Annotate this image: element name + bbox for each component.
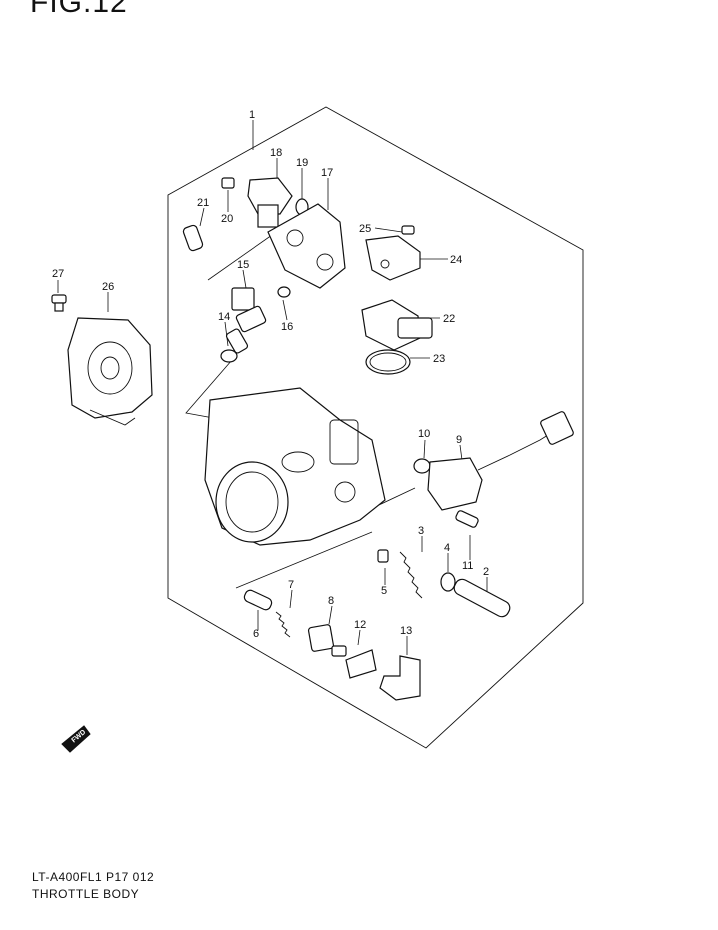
callout-14: 14 bbox=[218, 311, 230, 323]
callout-9: 9 bbox=[456, 434, 462, 446]
part-14-seal bbox=[220, 349, 238, 363]
callout-12: 12 bbox=[354, 619, 366, 631]
part-21-screw bbox=[182, 224, 204, 252]
callout-20: 20 bbox=[221, 213, 233, 225]
part-4-o-ring bbox=[440, 572, 456, 592]
part-17-fuel-rail bbox=[267, 203, 346, 289]
part-25-screw bbox=[401, 225, 415, 235]
part-20-bolt bbox=[221, 177, 235, 189]
part-16-o-ring bbox=[277, 286, 291, 298]
callout-7: 7 bbox=[288, 579, 294, 591]
part-2-screw bbox=[453, 578, 511, 618]
part-13-elbow bbox=[379, 655, 421, 701]
part-27-bolt bbox=[51, 294, 67, 312]
part-7-spring bbox=[275, 611, 291, 638]
part-8-valve bbox=[307, 624, 347, 657]
diagram-caption: THROTTLE BODY bbox=[32, 887, 140, 901]
part-12-hose bbox=[345, 649, 377, 679]
part-22-sensor bbox=[361, 299, 433, 351]
diagram-code: LT-A400FL1 P17 012 bbox=[32, 870, 155, 884]
callout-11: 11 bbox=[462, 560, 473, 572]
part-24-bracket bbox=[365, 235, 421, 281]
callout-18: 18 bbox=[270, 147, 282, 159]
callout-5: 5 bbox=[381, 585, 387, 597]
part-5-screw bbox=[377, 549, 389, 563]
callout-13: 13 bbox=[400, 625, 412, 637]
part-3-spring bbox=[399, 551, 423, 599]
forward-arrow-icon: FWD bbox=[61, 725, 91, 753]
callout-27: 27 bbox=[52, 268, 64, 280]
callout-17: 17 bbox=[321, 167, 333, 179]
figure-title: FIG.12 bbox=[30, 0, 128, 19]
callout-22: 22 bbox=[443, 313, 455, 325]
part-9-throttle-position-sensor bbox=[427, 411, 574, 511]
throttle-body bbox=[204, 387, 386, 546]
callout-16: 16 bbox=[281, 321, 293, 333]
callout-26: 26 bbox=[102, 281, 114, 293]
callout-23: 23 bbox=[433, 353, 445, 365]
part-23-o-ring bbox=[365, 349, 411, 375]
callout-labels: 1 2 3 4 5 6 7 8 9 10 11 12 13 14 15 16 1… bbox=[52, 109, 489, 640]
callout-3: 3 bbox=[418, 525, 424, 537]
callout-6: 6 bbox=[253, 628, 259, 640]
assembly-frame bbox=[167, 106, 584, 749]
callout-21: 21 bbox=[197, 197, 209, 209]
callout-10: 10 bbox=[418, 428, 430, 440]
callout-2: 2 bbox=[483, 566, 489, 578]
callout-25: 25 bbox=[359, 223, 371, 235]
part-6-plunger bbox=[243, 589, 273, 611]
callout-15: 15 bbox=[237, 259, 249, 271]
part-18-fitting bbox=[247, 177, 293, 228]
part-11-screw bbox=[455, 510, 479, 528]
callout-24: 24 bbox=[450, 254, 462, 266]
part-15-injector bbox=[225, 287, 267, 354]
callout-1: 1 bbox=[249, 109, 255, 121]
callout-8: 8 bbox=[328, 595, 334, 607]
callout-19: 19 bbox=[296, 157, 308, 169]
callout-4: 4 bbox=[444, 542, 450, 554]
part-26-cover bbox=[67, 317, 153, 426]
part-10-o-ring bbox=[413, 458, 431, 474]
